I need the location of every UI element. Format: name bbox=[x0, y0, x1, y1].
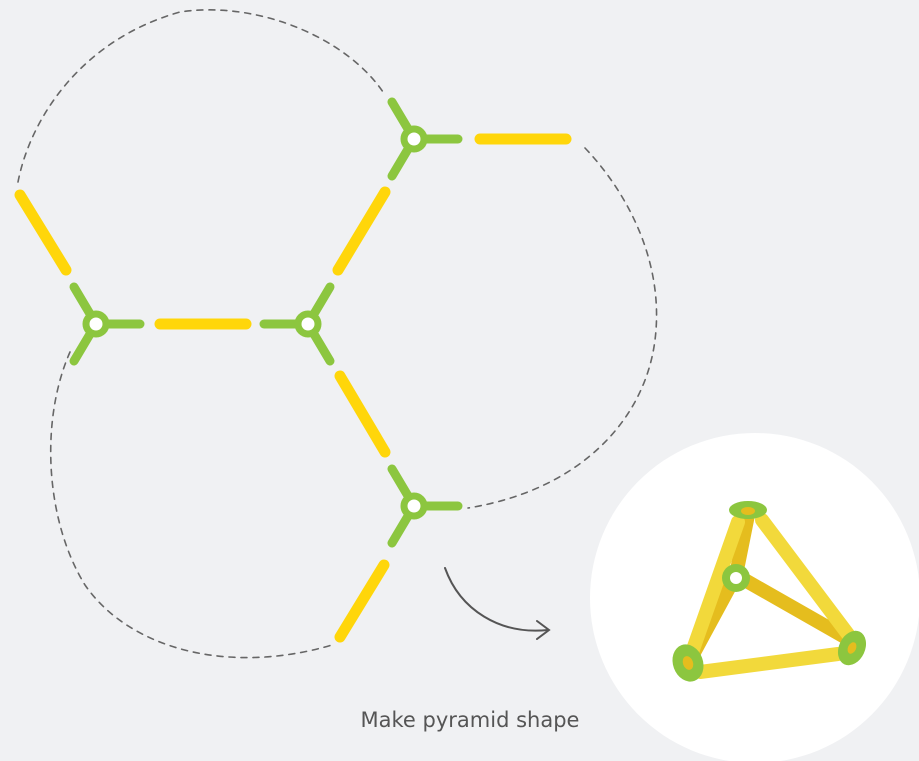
connector-icon bbox=[387, 464, 463, 548]
dashed-arc-bottom-left bbox=[49, 351, 333, 659]
net-sticks bbox=[14, 133, 572, 643]
dashed-arc-top-left bbox=[17, 9, 386, 183]
pyramid-icon bbox=[672, 501, 867, 682]
stick-left bbox=[14, 189, 72, 276]
caption-text: Make pyramid shape bbox=[361, 708, 580, 732]
stick-bottom bbox=[334, 559, 390, 643]
connector-icon bbox=[259, 282, 335, 366]
dashed-guides bbox=[17, 9, 658, 659]
connector-icon bbox=[69, 282, 145, 366]
dashed-arc-right bbox=[467, 147, 658, 509]
stick-upper-diagonal bbox=[332, 186, 391, 276]
stick-lower-diagonal bbox=[334, 370, 391, 458]
pyramid-circle bbox=[590, 433, 919, 761]
curved-arrow-icon bbox=[444, 567, 551, 640]
connectors bbox=[69, 97, 463, 548]
connector-icon bbox=[387, 97, 463, 181]
